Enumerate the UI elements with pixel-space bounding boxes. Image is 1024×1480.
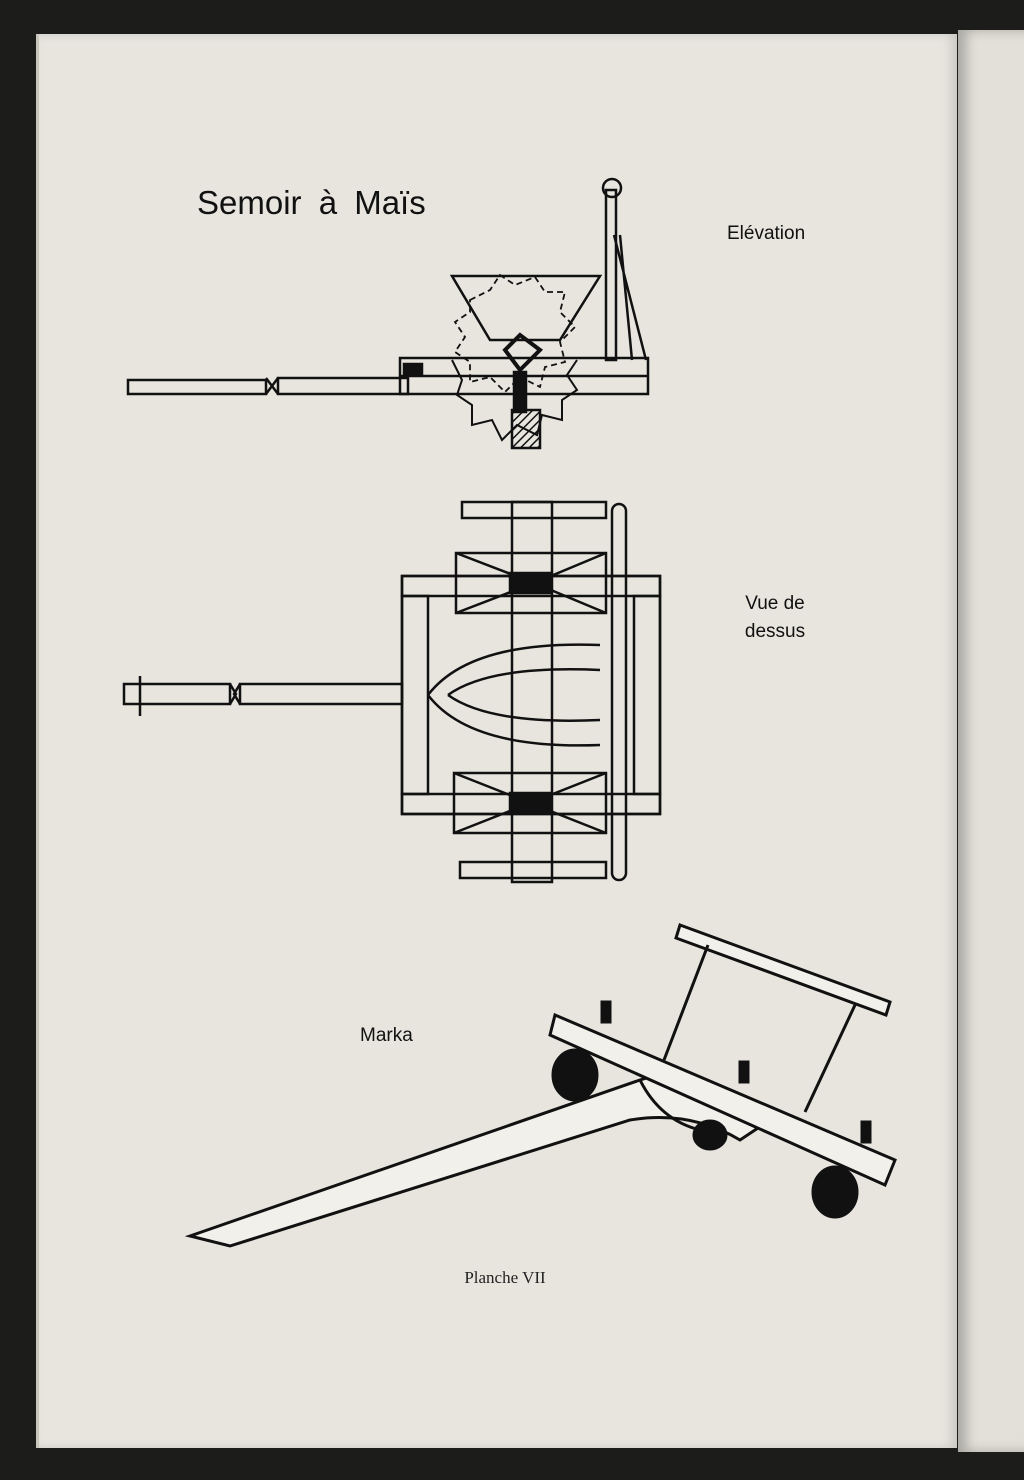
facing-page-edge — [958, 30, 1024, 1452]
plate-caption: Planche VII — [464, 1268, 546, 1287]
elevation-drawing — [126, 177, 650, 450]
label-top-view-line1: Vue de — [745, 593, 805, 614]
label-elevation: Elévation — [727, 223, 806, 244]
label-top-view-line2: dessus — [744, 621, 806, 642]
page-title: Semoir à Maïs — [197, 184, 426, 221]
label-top-view: Vue de dessus — [735, 590, 815, 646]
label-marka: Marka — [360, 1025, 413, 1046]
marka-drawing — [184, 923, 897, 1248]
top-view-drawing — [122, 500, 662, 884]
book-page — [36, 34, 957, 1448]
